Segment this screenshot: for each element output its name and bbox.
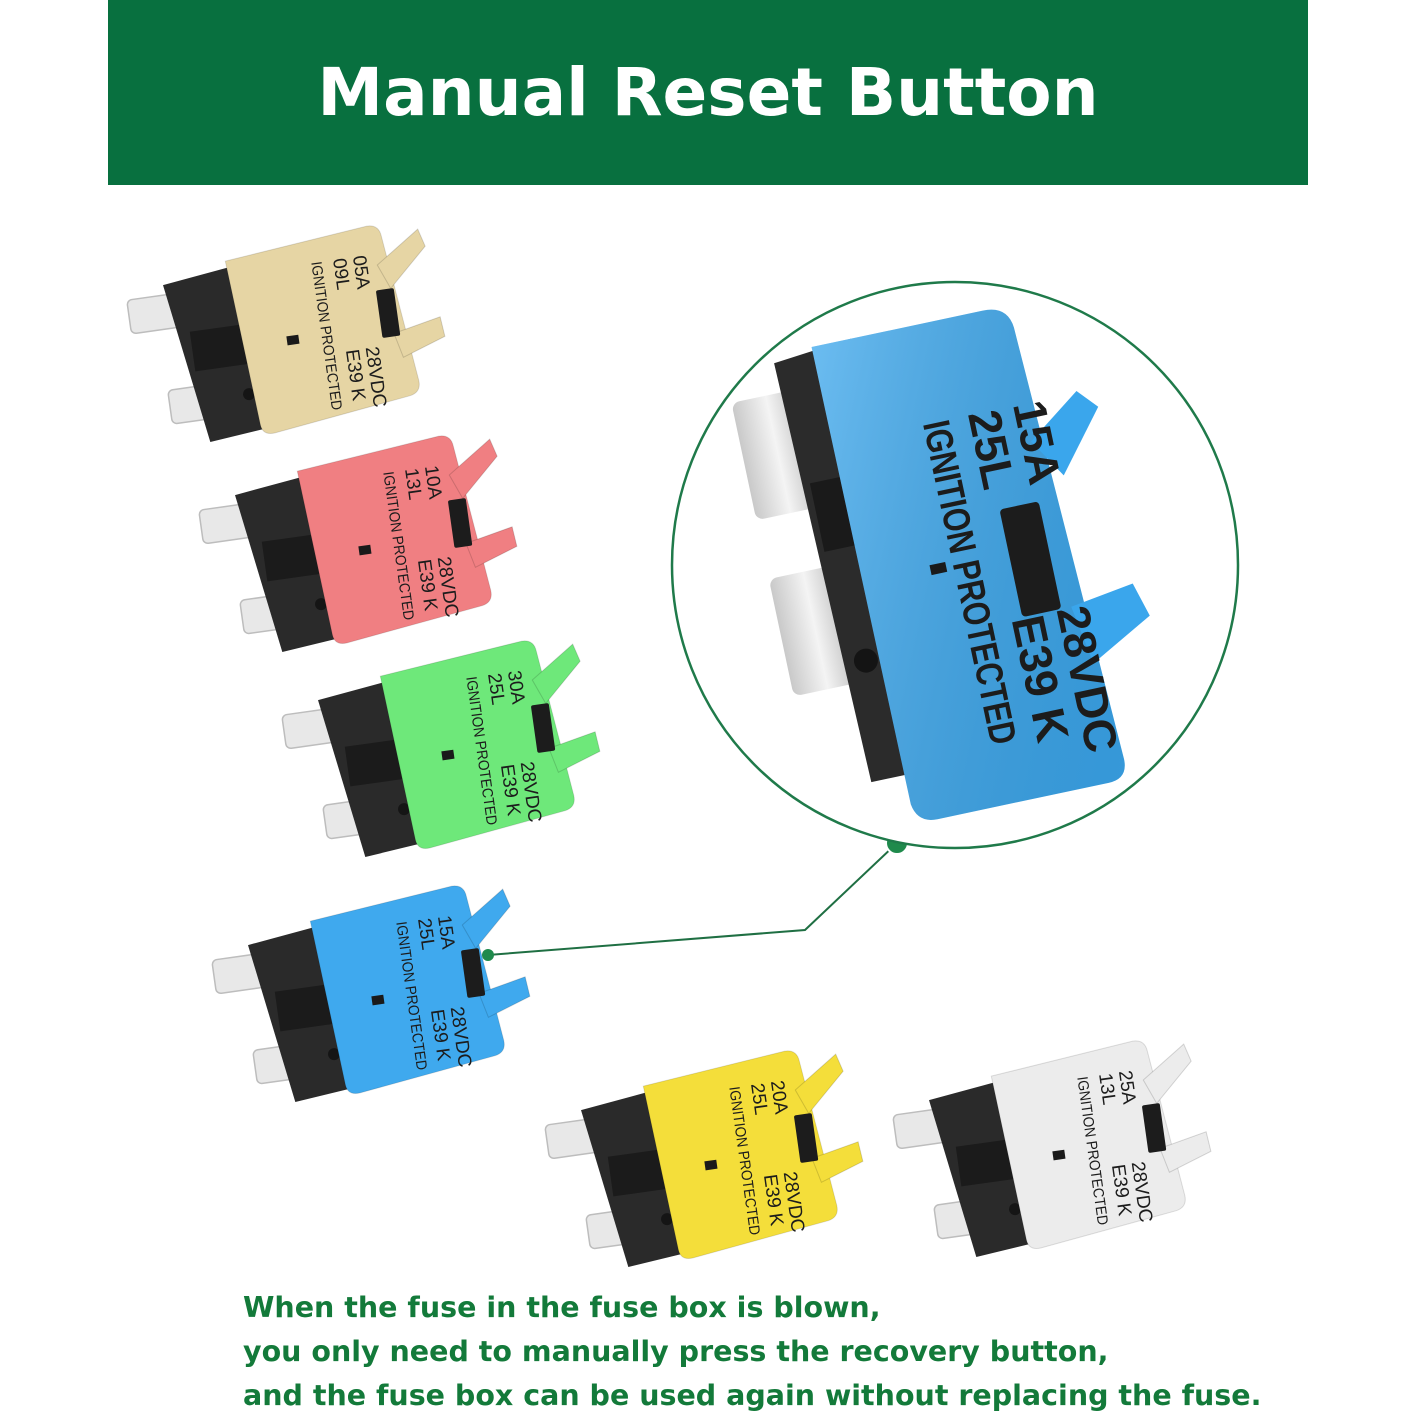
fuse-code-text: 25L	[483, 672, 508, 706]
fuse-code-text: 13L	[1094, 1072, 1119, 1106]
fuse-housing-slot	[607, 1148, 673, 1197]
caption-line-1: When the fuse in the fuse box is blown,	[243, 1291, 881, 1324]
caption-line-3: and the fuse box can be used again witho…	[243, 1379, 1262, 1412]
fuse-body	[990, 1040, 1186, 1249]
fuse-housing-hole	[328, 1048, 341, 1061]
fuse-tab-bottom	[393, 316, 446, 359]
zoom-indicator-mark	[929, 561, 948, 576]
fuse-indicator-mark	[1052, 1149, 1066, 1161]
fuse-amp-text: 20A	[766, 1079, 792, 1116]
fuse-tab-top	[461, 888, 511, 950]
fuse-reset-button	[376, 288, 401, 338]
fuse-indicator-mark	[358, 544, 372, 556]
fuse-body	[379, 640, 575, 849]
fuse-amp-text: 05A	[348, 254, 374, 291]
fuse-indicator-mark	[704, 1159, 718, 1171]
zoom-body-shade	[811, 309, 1125, 820]
fuse-body	[224, 225, 420, 434]
zoom-tab-bottom	[1071, 583, 1150, 664]
fuse-reset-button	[448, 498, 473, 548]
caption-line-2: you only need to manually press the reco…	[243, 1335, 1109, 1368]
fuse-amp-text: 15A	[433, 914, 459, 951]
leader-line	[487, 842, 898, 956]
fuse-tab-bottom	[548, 731, 601, 774]
fuse-code-text: 13L	[400, 467, 425, 501]
fuse-indicator-mark	[371, 994, 385, 1006]
zoom-tab-top	[1030, 390, 1099, 476]
fuse-tab-top	[448, 438, 498, 500]
fuse-reset-button	[1142, 1103, 1167, 1153]
fuse-housing-hole	[398, 803, 411, 816]
fuse-indicator-mark	[286, 334, 300, 346]
title-banner: Manual Reset Button	[108, 0, 1308, 185]
fuse-amp-text: 30A	[503, 669, 529, 706]
fuse-reset-button	[461, 948, 486, 998]
fuse-housing-hole	[661, 1213, 674, 1226]
fuse-code-text: 09L	[328, 257, 353, 291]
fuse-housing-slot	[955, 1138, 1021, 1187]
fuse-tab-bottom	[1159, 1131, 1212, 1174]
fuse-reset-button	[531, 703, 556, 753]
fuse-tab-top	[531, 643, 581, 705]
caption: When the fuse in the fuse box is blown, …	[243, 1286, 1363, 1416]
fuse-indicator-mark	[441, 749, 455, 761]
fuse-tab-bottom	[465, 526, 518, 569]
leader-dot-start	[482, 949, 494, 961]
fuse-tab-top	[794, 1053, 844, 1115]
fuse-housing-hole	[243, 388, 256, 401]
fuse-tab-bottom	[811, 1141, 864, 1184]
fuse-code-text: 25L	[746, 1082, 771, 1116]
fuse-housing-slot	[261, 533, 327, 582]
fuse-housing-hole	[315, 598, 328, 611]
fuse-housing-slot	[189, 323, 255, 372]
zoom-housing-hole	[853, 648, 878, 673]
fuse-reset-button	[794, 1113, 819, 1163]
fuse-amp-text: 25A	[1114, 1069, 1140, 1106]
fuse-housing-slot	[274, 983, 340, 1032]
fuse-body	[309, 885, 505, 1094]
fuse-housing-hole	[1009, 1203, 1022, 1216]
fuse-housing-slot	[344, 738, 410, 787]
fuse-code-text: 25L	[413, 917, 438, 951]
fuse-tab-bottom	[478, 976, 531, 1019]
fuse-body	[642, 1050, 838, 1259]
fuse-amp-text: 10A	[420, 464, 446, 501]
fuse-body	[296, 435, 492, 644]
zoom-fuse: 15A 25L IGNITION PROTECTED 28VDC E39 K	[732, 309, 1150, 820]
banner-title: Manual Reset Button	[317, 54, 1099, 131]
fuse-tab-top	[376, 228, 426, 290]
zoom-reset-button	[1000, 501, 1061, 617]
fuse-tab-top	[1142, 1043, 1192, 1105]
